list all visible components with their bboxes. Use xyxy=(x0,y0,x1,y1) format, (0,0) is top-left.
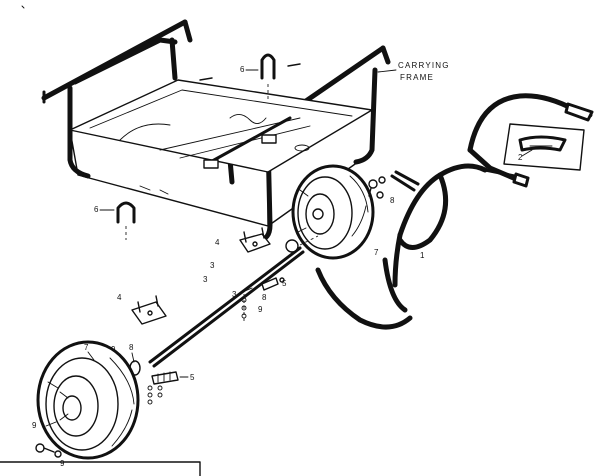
grip-inset xyxy=(503,123,585,171)
callout-4-upper: 4 xyxy=(215,238,220,247)
callout-8-upper: 8 xyxy=(390,196,395,205)
hardware-stack-upper xyxy=(241,297,247,319)
callout-9-bottom: 9 xyxy=(32,421,37,430)
leader-3-b xyxy=(237,287,253,295)
leader-2 xyxy=(521,149,533,157)
callout-3-c: 3 xyxy=(210,261,215,270)
axle-bracket-upper xyxy=(239,227,271,253)
leader-7-lower xyxy=(87,351,95,361)
wheel-lower xyxy=(36,340,140,460)
callout-9-mid: 9 xyxy=(258,305,263,314)
callout-4-lower: 4 xyxy=(117,293,122,302)
callout-3-a: 3 xyxy=(203,275,208,284)
wheel-upper xyxy=(291,164,375,260)
u-bolt-lower xyxy=(116,201,136,240)
bolt-upper xyxy=(261,277,285,291)
callout-5-upper: 5 xyxy=(282,279,287,288)
callout-5-lower: 5 xyxy=(190,373,195,382)
callout-8-mid: 8 xyxy=(262,293,267,302)
callout-9-bottom-right: 9 xyxy=(60,459,65,468)
hardware-upper-wheel xyxy=(368,176,386,199)
callout-3-b: 3 xyxy=(232,290,237,299)
hardware-stack-lower xyxy=(147,385,163,405)
carrying-frame-label-line1: CARRYING xyxy=(398,61,450,70)
u-bolt-upper xyxy=(260,53,276,100)
hardware-lower-wheel xyxy=(35,443,62,458)
corner-mark xyxy=(21,5,25,9)
callout-7-upper: 7 xyxy=(374,248,379,257)
callout-8-lower: 8 xyxy=(129,343,134,352)
axle xyxy=(148,235,319,368)
handle xyxy=(315,93,594,330)
callout-6-lower: 6 xyxy=(94,205,99,214)
callout-6-upper: 6 xyxy=(240,65,245,74)
axle-bracket-lower xyxy=(131,295,167,325)
bolt-lower xyxy=(151,371,179,385)
carrying-frame-leader xyxy=(377,69,397,73)
callout-2: 2 xyxy=(518,153,523,162)
page-border-line xyxy=(0,461,201,476)
callout-7-lower: 7 xyxy=(84,343,89,352)
callout-1: 1 xyxy=(420,251,425,260)
carrying-frame-label-line2: FRAME xyxy=(400,73,434,82)
carrying-frame xyxy=(41,19,391,243)
